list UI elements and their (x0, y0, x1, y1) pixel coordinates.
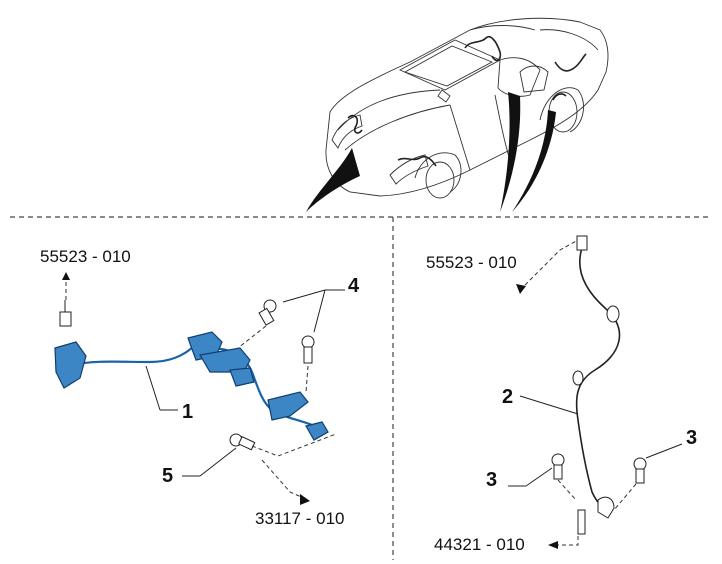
wheel-speed-harness-front[interactable] (54, 331, 329, 441)
callout-4: 4 (348, 275, 360, 297)
wheel-speed-harness-rear[interactable] (572, 235, 621, 535)
sensor-head-icon (305, 421, 329, 441)
sensor-head-icon (597, 496, 615, 519)
bolt-3-left[interactable] (551, 453, 565, 480)
right-panel: 55523 - 010 2 3 3 (426, 235, 697, 554)
callout-3-left: 3 (486, 469, 497, 491)
harness-connector-icon (54, 341, 87, 389)
callout-3-right: 3 (686, 427, 697, 449)
bolt-3-right[interactable] (633, 457, 647, 484)
car-overview (306, 17, 609, 212)
bolt-4-lower[interactable] (301, 335, 315, 364)
right-ref-top: 55523 - 010 (426, 253, 517, 272)
harness-grommet-icon (606, 305, 620, 323)
harness-bracket-icon (199, 347, 251, 373)
callout-2: 2 (502, 386, 513, 408)
connector-plug-icon (59, 311, 72, 327)
left-ref-top-arrow (62, 272, 70, 280)
left-ref-top: 55523 - 010 (40, 247, 131, 266)
harness-grommet-icon (572, 370, 584, 386)
bolt-5[interactable] (229, 433, 256, 451)
bolt-4-upper[interactable] (258, 299, 277, 326)
callout-5: 5 (162, 465, 173, 487)
callout-1: 1 (182, 401, 193, 423)
right-ref-bottom: 44321 - 010 (434, 535, 525, 554)
left-panel: 55523 - 010 4 (40, 247, 360, 528)
harness-connector-icon (576, 235, 588, 251)
left-ref-bottom: 33117 - 010 (255, 509, 344, 528)
sensor-probe-icon (577, 509, 586, 535)
